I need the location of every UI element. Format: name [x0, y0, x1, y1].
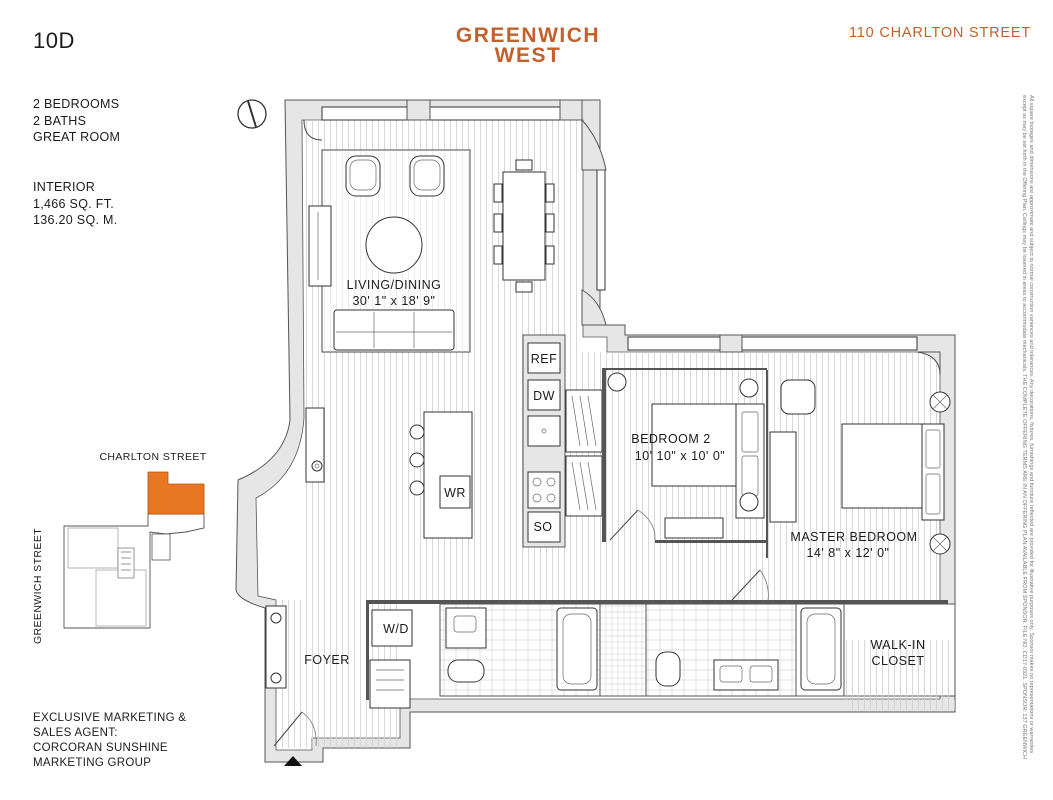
- walkin-label-2: CLOSET: [871, 654, 924, 668]
- brand-line-1: GREENWICH: [455, 24, 601, 47]
- brand-logo: GREENWICH WEST: [440, 24, 616, 67]
- keyplan-unit-highlight: [147, 471, 205, 515]
- bedroom2-dims: 10' 10" x 10' 0": [635, 449, 725, 463]
- agent-line-4: MARKETING GROUP: [33, 757, 152, 769]
- wr-label: WR: [444, 486, 466, 500]
- sofa-icon: [333, 309, 455, 351]
- living-room-label: LIVING/DINING: [347, 278, 442, 292]
- living-furniture: [308, 149, 471, 353]
- bathtub-icon: [556, 607, 598, 691]
- interior-area: INTERIOR 1,466 SQ. FT. 136.20 SQ. M.: [33, 179, 118, 229]
- agent-line-1: EXCLUSIVE MARKETING &: [33, 712, 187, 724]
- sales-agent: EXCLUSIVE MARKETING & SALES AGENT: CORCO…: [33, 711, 186, 771]
- dw-label: DW: [533, 389, 555, 403]
- unit-facts: 2 BEDROOMS 2 BATHS GREAT ROOM: [33, 96, 120, 146]
- walkin-label-1: WALK-IN: [870, 638, 925, 652]
- double-vanity-icon: [713, 659, 779, 691]
- keyplan-street-side: GREENWICH STREET: [32, 528, 44, 644]
- bathrooms: [366, 600, 956, 700]
- armchair-icon: [345, 155, 381, 197]
- sink-icon: [527, 415, 561, 447]
- vanity-icon: [445, 607, 487, 649]
- bed-icon: [841, 423, 923, 509]
- living-room-dims: 30' 1" x 18' 9": [352, 294, 435, 308]
- fact-baths: 2 BATHS: [33, 113, 87, 128]
- dining-table-icon: [493, 159, 555, 293]
- agent-line-3: CORCORAN SUNSHINE: [33, 742, 168, 754]
- foyer-details: [265, 604, 413, 766]
- north-arrow-icon: [237, 99, 267, 129]
- windows: [321, 106, 918, 351]
- so-label: SO: [533, 520, 552, 534]
- brand-line-2: WEST: [494, 44, 562, 67]
- ref-label: REF: [531, 352, 558, 366]
- columns: [303, 99, 941, 376]
- armchair-icon: [780, 379, 816, 415]
- bedroom2-closets: [565, 368, 767, 543]
- fact-bedrooms: 2 BEDROOMS: [33, 97, 120, 111]
- interior-label: INTERIOR: [33, 180, 96, 194]
- toilet-icon: [655, 651, 681, 687]
- toilet-icon: [447, 659, 485, 683]
- wd-label: W/D: [383, 622, 409, 636]
- master-furniture: [731, 370, 951, 601]
- master-bedroom-label: MASTER BEDROOM: [790, 530, 917, 544]
- fact-great-room: GREAT ROOM: [33, 130, 121, 144]
- cooktop-icon: [527, 471, 561, 509]
- key-plan: CHARLTON STREET GREENWICH STREET: [32, 451, 206, 644]
- console-icon: [308, 205, 332, 287]
- bedroom2-furniture: [607, 372, 765, 541]
- living-left-details: [305, 407, 325, 483]
- master-bedroom-dims: 14' 8" x 12' 0": [806, 546, 889, 560]
- unit-number: 10D: [33, 28, 75, 53]
- interior-sqm: 136.20 SQ. M.: [33, 213, 118, 227]
- entry-arrow-icon: [284, 756, 302, 766]
- foyer-label: FOYER: [304, 653, 350, 667]
- kitchen-island: [409, 411, 473, 539]
- interior-sqft: 1,466 SQ. FT.: [33, 196, 115, 211]
- bedroom2-label: BEDROOM 2: [631, 432, 711, 446]
- bed-icon: [651, 403, 737, 487]
- keyplan-street-top: CHARLTON STREET: [99, 451, 206, 463]
- dresser-icon: [769, 431, 797, 523]
- building-address: 110 CHARLTON STREET: [849, 25, 1031, 41]
- bathtub-icon: [800, 607, 842, 691]
- agent-line-2: SALES AGENT:: [33, 727, 118, 739]
- kitchen-counter: [522, 334, 566, 548]
- armchair-icon: [409, 155, 445, 197]
- round-table-icon: [365, 216, 423, 274]
